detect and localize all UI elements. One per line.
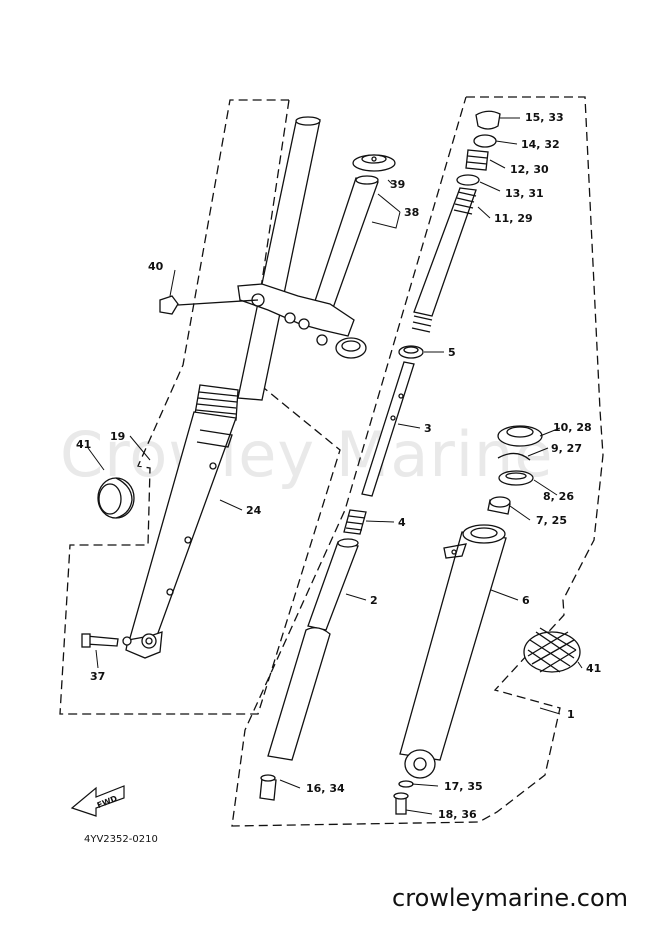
callout-39: 39 — [390, 178, 405, 191]
callout-3: 3 — [424, 422, 432, 435]
callout-15-33: 15, 33 — [525, 111, 564, 124]
callout-9-27: 9, 27 — [551, 442, 582, 455]
callout-16-34: 16, 34 — [306, 782, 345, 795]
drawing-code: 4YV2352-0210 — [84, 834, 158, 845]
callout-6: 6 — [522, 594, 530, 607]
right-outer-tube-assembly — [393, 425, 581, 815]
callout-2: 2 — [370, 594, 378, 607]
fwd-arrow — [70, 785, 125, 817]
callout-37: 37 — [90, 670, 105, 683]
callout-7-25: 7, 25 — [536, 514, 567, 527]
callout-38: 38 — [404, 206, 419, 219]
left-group-boundary — [59, 99, 341, 715]
callout-14-32: 14, 32 — [521, 138, 560, 151]
callout-40: 40 — [148, 260, 164, 273]
callout-24: 24 — [246, 504, 262, 517]
callout-11-29: 11, 29 — [494, 212, 533, 225]
left-fork-assembly — [81, 116, 321, 659]
callout-12-30: 12, 30 — [510, 163, 549, 176]
callout-5: 5 — [448, 346, 456, 359]
callout-1: 1 — [567, 708, 575, 721]
callout-18-36: 18, 36 — [438, 808, 477, 821]
callout-41-right: 41 — [586, 662, 601, 675]
callout-17-35: 17, 35 — [444, 780, 483, 793]
callout-10-28: 10, 28 — [553, 421, 592, 434]
callout-4: 4 — [398, 516, 406, 529]
site-url: crowleymarine.com — [392, 884, 628, 912]
watermark: Crowley Marine — [60, 418, 554, 491]
steering-stem-assembly — [159, 154, 396, 359]
right-group-boundary — [231, 96, 604, 827]
callout-8-26: 8, 26 — [543, 490, 574, 503]
callout-41-left: 41 — [76, 438, 91, 451]
callout-19: 19 — [110, 430, 125, 443]
callout-13-31: 13, 31 — [505, 187, 544, 200]
right-internals — [259, 110, 501, 801]
leader-lines — [87, 117, 583, 815]
